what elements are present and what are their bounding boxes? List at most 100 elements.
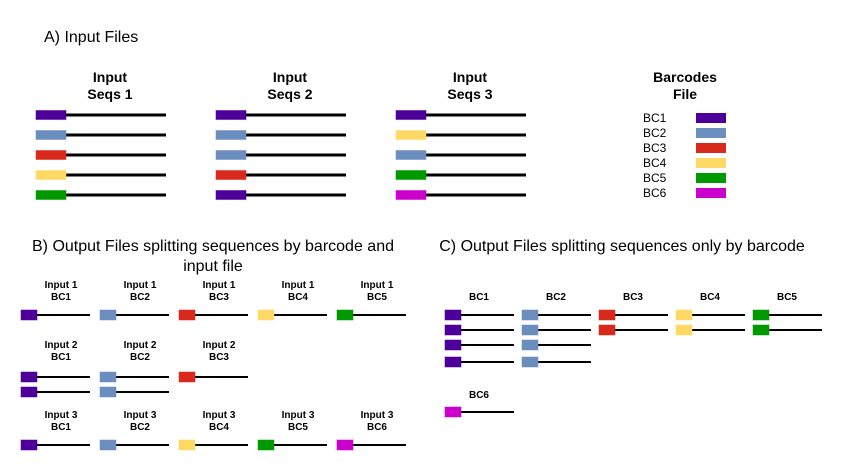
input-sequence bbox=[215, 130, 346, 140]
output-sequence bbox=[521, 309, 591, 321]
barcode-block-bc1 bbox=[444, 309, 462, 321]
output-sequence bbox=[444, 339, 514, 351]
output-file-label: BC2 bbox=[130, 352, 150, 363]
input-sequence bbox=[35, 150, 166, 160]
output-file-label: BC3 bbox=[209, 292, 229, 303]
input-sequence bbox=[215, 150, 346, 160]
output-file-label: Input 2 bbox=[124, 340, 157, 351]
barcode-block-bc5 bbox=[35, 190, 67, 200]
barcode-block-bc5 bbox=[336, 309, 354, 321]
output-sequence bbox=[20, 439, 90, 451]
barcode-block-bc4 bbox=[675, 324, 693, 336]
barcode-block-bc1 bbox=[444, 339, 462, 351]
barcode-block-bc5 bbox=[257, 439, 275, 451]
barcode-block-bc5 bbox=[752, 324, 770, 336]
input-sequence bbox=[35, 110, 166, 120]
barcode-swatch-bc2 bbox=[696, 128, 726, 138]
barcode-block-bc2 bbox=[395, 150, 427, 160]
output-file-label: BC5 bbox=[777, 292, 797, 303]
barcode-block-bc2 bbox=[521, 339, 539, 351]
output-sequence bbox=[752, 324, 822, 336]
input-sequence bbox=[395, 110, 526, 120]
output-file-label: BC4 bbox=[288, 292, 308, 303]
barcodes-file-title: File bbox=[673, 86, 697, 102]
output-sequence bbox=[598, 309, 668, 321]
output-sequence bbox=[444, 356, 514, 368]
output-sequence bbox=[521, 356, 591, 368]
input-sequence bbox=[395, 170, 526, 180]
barcode-block-bc2 bbox=[521, 309, 539, 321]
barcode-block-bc2 bbox=[99, 371, 117, 383]
input-file-title: Seqs 2 bbox=[267, 86, 312, 102]
output-sequence bbox=[675, 324, 745, 336]
barcode-block-bc1 bbox=[215, 110, 247, 120]
barcode-block-bc2 bbox=[99, 439, 117, 451]
output-sequence bbox=[598, 324, 668, 336]
output-sequence bbox=[444, 324, 514, 336]
barcode-block-bc3 bbox=[215, 170, 247, 180]
barcode-block-bc3 bbox=[598, 324, 616, 336]
output-file-label: Input 1 bbox=[361, 280, 394, 291]
output-file-label: Input 1 bbox=[203, 280, 236, 291]
output-sequence bbox=[178, 439, 248, 451]
input-sequence bbox=[215, 190, 346, 200]
output-sequence bbox=[20, 386, 90, 398]
barcode-block-bc4 bbox=[35, 170, 67, 180]
output-file-label: BC6 bbox=[367, 422, 387, 433]
barcode-block-bc6 bbox=[336, 439, 354, 451]
output-file-label: BC2 bbox=[130, 422, 150, 433]
barcode-block-bc1 bbox=[444, 324, 462, 336]
section-a-title: A) Input Files bbox=[44, 29, 138, 46]
input-file-title: Input bbox=[93, 69, 128, 85]
output-sequence bbox=[444, 309, 514, 321]
barcode-label: BC2 bbox=[643, 126, 667, 140]
input-file-title: Input bbox=[273, 69, 308, 85]
output-file-label: Input 1 bbox=[45, 280, 78, 291]
input-sequence bbox=[395, 150, 526, 160]
barcode-block-bc2 bbox=[521, 356, 539, 368]
output-sequence bbox=[99, 386, 169, 398]
section-c-title: C) Output Files splitting sequences only… bbox=[439, 238, 805, 255]
output-file-label: Input 3 bbox=[361, 410, 394, 421]
barcode-block-bc5 bbox=[752, 309, 770, 321]
output-file-label: BC3 bbox=[623, 292, 643, 303]
input-sequence bbox=[35, 190, 166, 200]
output-file-label: Input 3 bbox=[282, 410, 315, 421]
output-sequence bbox=[99, 371, 169, 383]
output-sequence bbox=[178, 371, 248, 383]
barcodes-file-title: Barcodes bbox=[653, 69, 717, 85]
output-file-label: BC4 bbox=[209, 422, 229, 433]
barcode-block-bc3 bbox=[178, 309, 196, 321]
input-sequence bbox=[35, 170, 166, 180]
output-file-label: Input 1 bbox=[282, 280, 315, 291]
barcode-block-bc2 bbox=[99, 309, 117, 321]
output-sequence bbox=[336, 439, 406, 451]
output-sequence bbox=[99, 439, 169, 451]
barcode-block-bc1 bbox=[20, 386, 38, 398]
output-file-label: Input 1 bbox=[124, 280, 157, 291]
output-sequence bbox=[521, 324, 591, 336]
barcode-swatch-bc3 bbox=[696, 143, 726, 153]
output-sequence bbox=[752, 309, 822, 321]
barcode-block-bc2 bbox=[35, 130, 67, 140]
barcode-block-bc4 bbox=[395, 130, 427, 140]
output-file-label: BC5 bbox=[367, 292, 387, 303]
output-file-label: BC3 bbox=[209, 352, 229, 363]
barcode-block-bc1 bbox=[20, 309, 38, 321]
barcode-block-bc4 bbox=[257, 309, 275, 321]
input-sequence bbox=[395, 130, 526, 140]
output-file-label: Input 2 bbox=[203, 340, 236, 351]
barcode-block-bc2 bbox=[521, 324, 539, 336]
output-file-label: BC1 bbox=[51, 352, 71, 363]
barcode-block-bc6 bbox=[444, 406, 462, 418]
barcode-swatch-bc5 bbox=[696, 173, 726, 183]
output-file-label: BC1 bbox=[51, 292, 71, 303]
barcode-block-bc1 bbox=[35, 110, 67, 120]
input-file-title: Seqs 1 bbox=[87, 86, 132, 102]
output-sequence bbox=[20, 371, 90, 383]
output-file-label: Input 3 bbox=[45, 410, 78, 421]
output-sequence bbox=[444, 406, 514, 418]
output-file-label: BC1 bbox=[51, 422, 71, 433]
barcode-swatch-bc4 bbox=[696, 158, 726, 168]
